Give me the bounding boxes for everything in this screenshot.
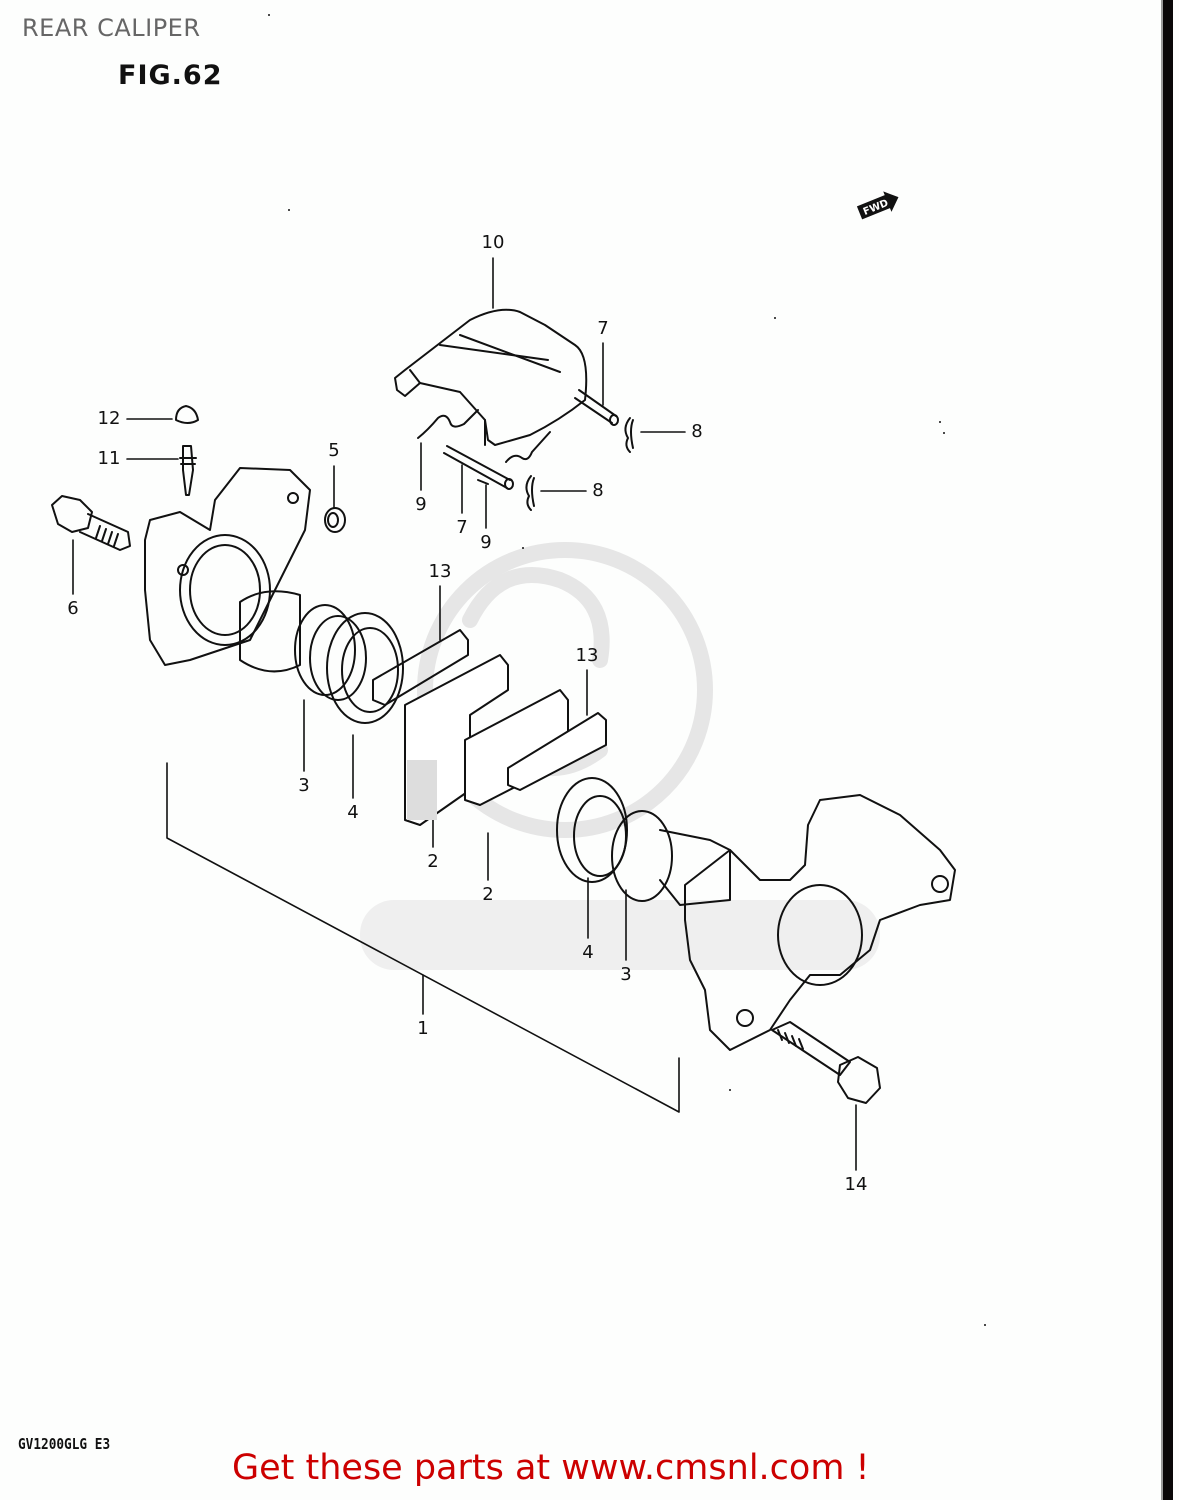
callout-14[interactable]: 14	[844, 1174, 868, 1195]
pad-cover-drawing	[394, 308, 588, 446]
figure-title: FIG.62	[118, 60, 223, 91]
caliper-half-left-drawing	[144, 467, 311, 666]
callout-5[interactable]: 5	[328, 440, 340, 461]
callout-9[interactable]: 9	[480, 532, 492, 553]
callout-6[interactable]: 6	[67, 598, 79, 619]
callout-13[interactable]: 13	[428, 561, 452, 582]
get-parts-link[interactable]: Get these parts at www.cmsnl.com !	[232, 1448, 870, 1488]
caliper-half-right-drawing	[684, 794, 956, 1051]
callout-3[interactable]: 3	[620, 964, 632, 985]
callout-12[interactable]: 12	[97, 408, 121, 429]
watermark-logo	[360, 542, 880, 970]
callout-4[interactable]: 4	[347, 802, 359, 823]
pads-and-shims-drawing	[372, 629, 607, 826]
callout-11[interactable]: 11	[97, 448, 121, 469]
leader-lines	[72, 257, 857, 1171]
callout-3[interactable]: 3	[298, 775, 310, 796]
forward-arrow-icon: FWD	[854, 186, 905, 224]
callout-4[interactable]: 4	[582, 942, 594, 963]
callout-13[interactable]: 13	[575, 645, 599, 666]
bolt-6-drawing	[51, 495, 131, 551]
callout-10[interactable]: 10	[481, 232, 505, 253]
page-edge-shadow	[1161, 0, 1163, 1500]
bleeder-drawing	[175, 405, 199, 496]
page-edge-bar	[1163, 0, 1173, 1500]
pad-pins-drawing	[417, 389, 634, 511]
callout-2[interactable]: 2	[482, 884, 494, 905]
model-code: GV1200GLG E3	[18, 1435, 111, 1453]
right-piston-drawing	[556, 777, 731, 906]
boot-drawing	[324, 507, 346, 533]
callout-7[interactable]: 7	[597, 318, 609, 339]
callout-7[interactable]: 7	[456, 517, 468, 538]
section-title: REAR CALIPER	[22, 14, 201, 42]
callout-8[interactable]: 8	[691, 421, 703, 442]
bolt-14-drawing	[771, 1021, 881, 1104]
left-piston-drawing	[239, 590, 404, 724]
callout-1[interactable]: 1	[417, 1018, 429, 1039]
callout-8[interactable]: 8	[592, 480, 604, 501]
callout-9[interactable]: 9	[415, 494, 427, 515]
callout-2[interactable]: 2	[427, 851, 439, 872]
